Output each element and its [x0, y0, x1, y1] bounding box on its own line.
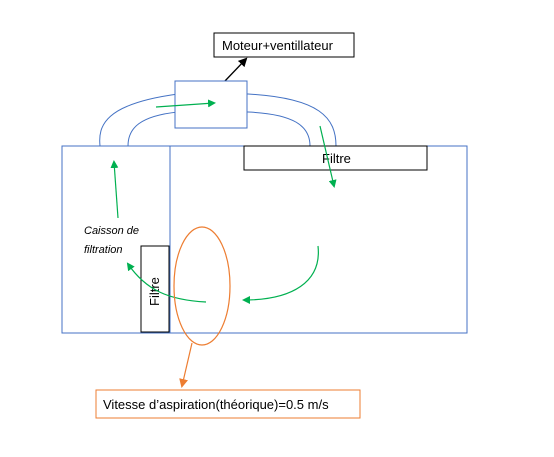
side-filter-label: Filtre — [147, 277, 162, 306]
airflow-arrow-left-up — [110, 160, 119, 219]
inlet-zone-pointer — [179, 342, 193, 388]
side-filter — [140, 245, 170, 333]
duct-outer — [99, 93, 337, 147]
motor-pointer-arrow — [223, 57, 248, 83]
airflow-arrow-curve-left — [126, 262, 207, 303]
airflow-arrow-curve-right — [242, 245, 319, 304]
top-filter-label: Filtre — [322, 151, 351, 166]
filtration-housing — [61, 145, 468, 334]
velocity-callout-box — [95, 389, 361, 419]
motor-label: Moteur+ventillateur — [222, 38, 334, 53]
caisson-label-line2: filtration — [84, 244, 123, 256]
top-filter — [243, 145, 428, 171]
caisson-label-line1: Caisson de — [84, 225, 139, 237]
airflow-arrow-motor — [155, 99, 216, 108]
motor-label-box — [213, 32, 355, 58]
inlet-zone-ellipse — [173, 226, 231, 346]
duct-inner — [127, 111, 311, 147]
airflow-arrow-duct-right — [319, 125, 337, 188]
velocity-callout-text: Vitesse d’aspiration(théorique)=0.5 m/s — [103, 397, 329, 412]
